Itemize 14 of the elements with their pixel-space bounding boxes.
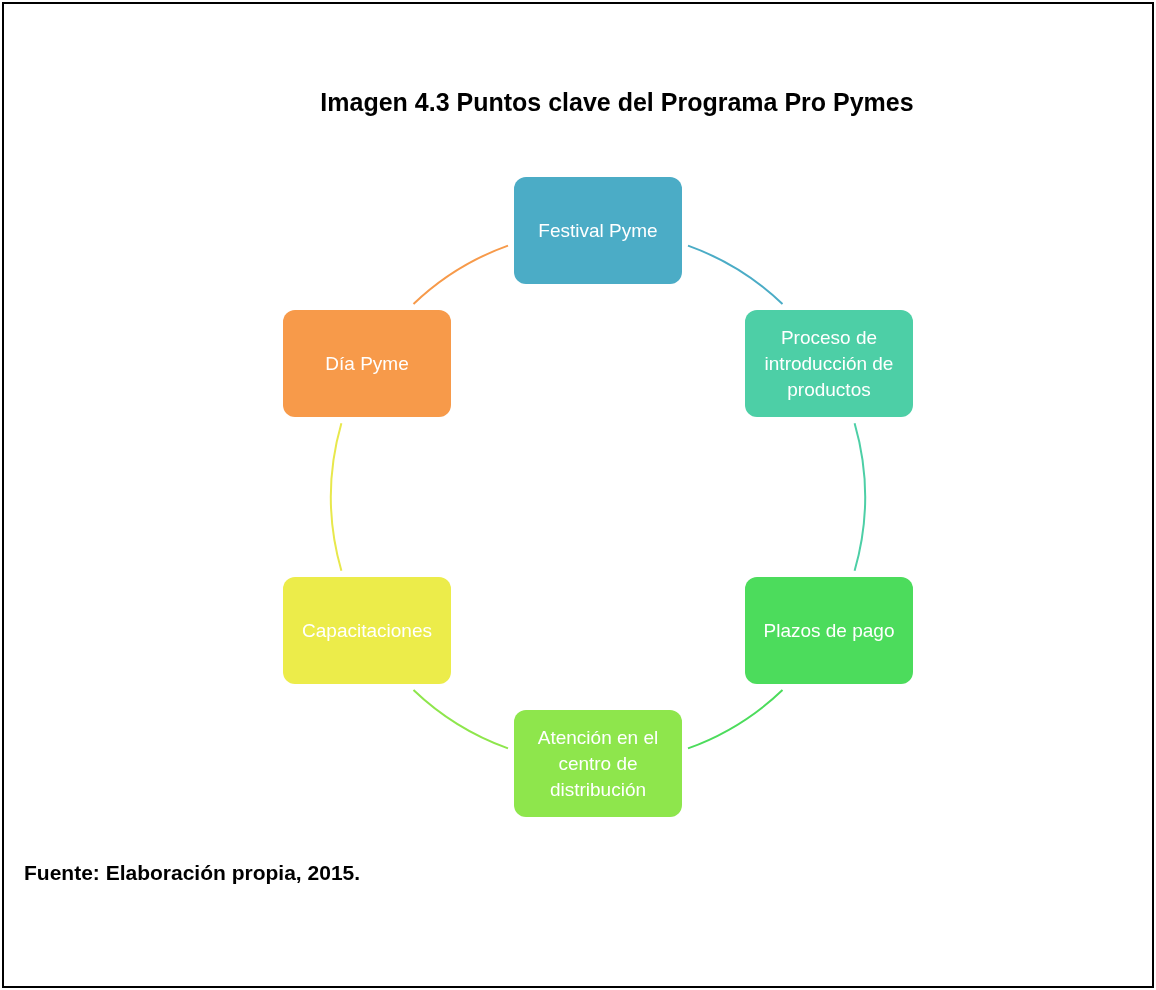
rounded-box: Festival Pyme (514, 177, 682, 284)
rounded-box: Plazos de pago (745, 577, 913, 684)
connector-arc (330, 422, 343, 572)
title: Imagen 4.3 Puntos clave del Programa Pro Pymes (319, 87, 915, 118)
connector-arc (853, 422, 866, 572)
connector-arc (412, 244, 509, 305)
connector-arc (687, 244, 784, 305)
rounded-box: Día Pyme (283, 310, 451, 417)
connector-arc (687, 689, 784, 750)
connector-arc (412, 689, 509, 750)
caption: Fuente: Elaboración propia, 2015. (24, 860, 361, 886)
rounded-box: Atención en el centro de distribución (514, 710, 682, 817)
rounded-box: Proceso de introducción de productos (745, 310, 913, 417)
rounded-box: Capacitaciones (283, 577, 451, 684)
